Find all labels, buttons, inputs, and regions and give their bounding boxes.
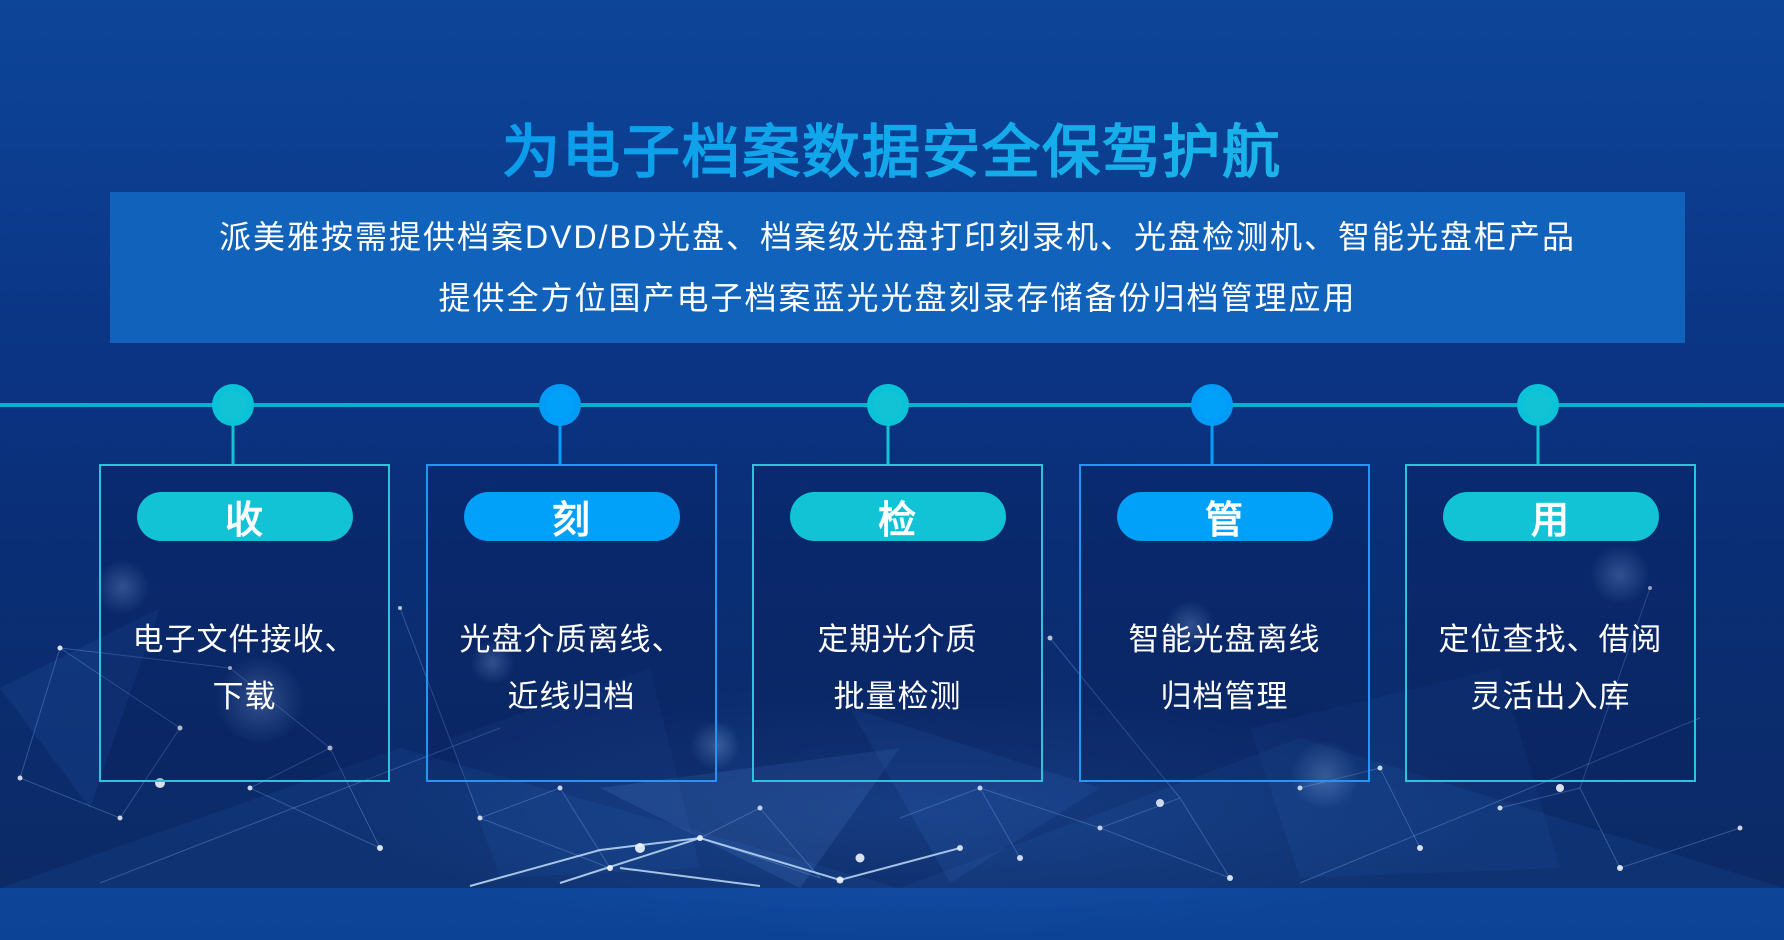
timeline-connector-1 xyxy=(231,405,235,466)
step-card-manage: 管 智能光盘离线 归档管理 xyxy=(1079,464,1370,782)
timeline-node-5 xyxy=(1517,384,1559,426)
step-card-check: 检 定期光介质 批量检测 xyxy=(752,464,1043,782)
step-card-burn: 刻 光盘介质离线、 近线归档 xyxy=(426,464,717,782)
step-badge: 收 xyxy=(136,492,353,542)
step-description-line: 电子文件接收、 xyxy=(132,622,357,657)
step-badge: 管 xyxy=(1116,492,1333,542)
step-description: 电子文件接收、 下载 xyxy=(101,611,388,725)
timeline-connector-3 xyxy=(886,405,890,466)
step-description-line: 智能光盘离线 xyxy=(1128,622,1321,657)
step-card-receive: 收 电子文件接收、 下载 xyxy=(99,464,390,782)
step-description-line: 灵活出入库 xyxy=(1470,679,1631,714)
timeline-node-1 xyxy=(212,384,254,426)
intro-line-2: 提供全方位国产电子档案蓝光光盘刻录存储备份归档管理应用 xyxy=(438,279,1357,316)
step-description: 定位查找、借阅 灵活出入库 xyxy=(1407,611,1694,725)
step-description-line: 定位查找、借阅 xyxy=(1438,622,1663,657)
timeline-connector-2 xyxy=(558,405,562,466)
step-description: 智能光盘离线 归档管理 xyxy=(1081,611,1368,725)
step-card-use: 用 定位查找、借阅 灵活出入库 xyxy=(1405,464,1696,782)
step-badge: 刻 xyxy=(463,492,680,542)
timeline-connector-4 xyxy=(1210,405,1214,466)
step-description-line: 归档管理 xyxy=(1160,679,1289,714)
intro-text-panel: 派美雅按需提供档案DVD/BD光盘、档案级光盘打印刻录机、光盘检测机、智能光盘柜… xyxy=(110,192,1685,343)
timeline-connector-5 xyxy=(1536,405,1540,466)
step-description-line: 定期光介质 xyxy=(817,622,978,657)
step-description-line: 下载 xyxy=(212,679,277,714)
step-description-line: 批量检测 xyxy=(833,679,962,714)
step-badge: 用 xyxy=(1442,492,1659,542)
timeline-node-3 xyxy=(867,384,909,426)
step-description: 光盘介质离线、 近线归档 xyxy=(428,611,715,725)
timeline-node-4 xyxy=(1191,384,1233,426)
intro-line-1: 派美雅按需提供档案DVD/BD光盘、档案级光盘打印刻录机、光盘检测机、智能光盘柜… xyxy=(219,218,1576,255)
page-title: 为电子档案数据安全保驾护航 xyxy=(0,105,1784,189)
step-description: 定期光介质 批量检测 xyxy=(754,611,1041,725)
step-badge: 检 xyxy=(789,492,1006,542)
timeline-node-2 xyxy=(539,384,581,426)
step-description-line: 光盘介质离线、 xyxy=(459,622,684,657)
step-description-line: 近线归档 xyxy=(507,679,636,714)
